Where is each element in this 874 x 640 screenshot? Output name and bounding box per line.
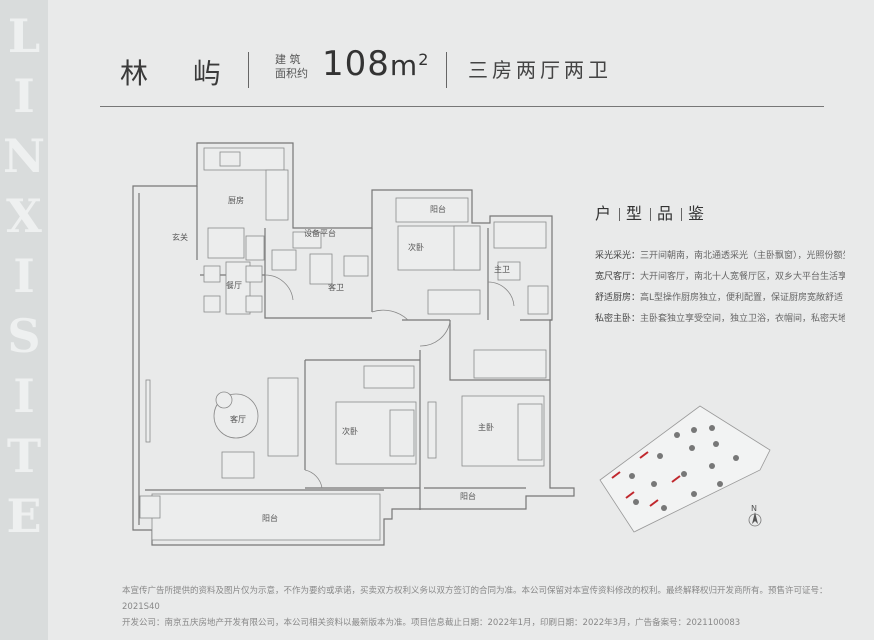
site-key-plan: [599, 405, 771, 533]
room-label-bedroom2: 次卧: [342, 426, 358, 436]
bedroom3-furniture: [395, 197, 481, 315]
room-label-master-bath: 主卫: [494, 264, 510, 274]
kitchen-fixtures: [203, 147, 289, 261]
room-label-dining: 餐厅: [226, 281, 242, 290]
guest-bath-fixtures: [271, 249, 369, 285]
review-row: 舒适厨房：高L型操作厨房独立，便利配置，保证厨房宽敞舒适: [595, 293, 844, 303]
layout-type: 三房两厅两卫: [468, 58, 612, 82]
watermark-text: LIN XI SITE: [2, 9, 46, 543]
disclaimer: 本宣传广告所提供的资料及图片仅为示意，不作为要约或承诺，买卖双方权利义务以双方签…: [122, 586, 828, 628]
walls: [132, 142, 575, 546]
room-label-utility: 设备平台: [304, 228, 336, 238]
room-label-living: 客厅: [230, 414, 246, 424]
unit-name: 林 屿: [120, 57, 239, 90]
room-label-guest-bath: 客卫: [328, 282, 344, 292]
balcony-bottom-fixtures: [139, 493, 381, 541]
header-rule: [100, 106, 824, 107]
bedroom2-furniture: [335, 365, 417, 465]
master-furniture: [427, 349, 547, 467]
room-label-foyer: 玄关: [172, 232, 188, 242]
review-row: 宽尺客厅：大开间客厅，南北十人宽餐厅区，双乡大平台生活享受: [595, 272, 845, 282]
review-list: 采光采光：三开间朝南，南北通透采光（主卧飘窗），光照份额生活 宽尺客厅：大开间客…: [595, 246, 845, 330]
room-label-balcony-top: 阳台: [430, 204, 446, 214]
review-title: 户型品鉴: [595, 204, 707, 223]
room-label-balcony-right: 阳台: [460, 491, 476, 501]
master-bath-fixtures: [493, 221, 549, 315]
room-label-master: 主卧: [478, 422, 494, 432]
area-label: 建 筑 面积约: [275, 53, 308, 80]
room-label-bedroom3: 次卧: [408, 242, 424, 252]
utility-fixtures: [292, 231, 322, 249]
doors: [264, 274, 515, 489]
dining-furniture: [203, 261, 263, 315]
living-furniture: [145, 377, 299, 479]
room-label-kitchen: 厨房: [228, 195, 244, 205]
divider: [446, 52, 447, 88]
review-row: 私密主卧：主卧套独立享受空间，独立卫浴，衣帽间，私密天地坐享舒适: [595, 314, 845, 324]
review-row: 采光采光：三开间朝南，南北通透采光（主卧飘窗），光照份额生活: [595, 251, 845, 261]
area-value: 108m2: [322, 44, 430, 84]
compass-icon: N: [748, 504, 762, 527]
brand-sidebar: LIN XI SITE: [0, 0, 48, 640]
header: 林 屿 建 筑 面积约 108m2 三房两厅两卫: [100, 44, 824, 94]
compass-label: N: [751, 504, 757, 513]
divider: [248, 52, 249, 88]
room-label-balcony-bottom: 阳台: [262, 513, 278, 523]
